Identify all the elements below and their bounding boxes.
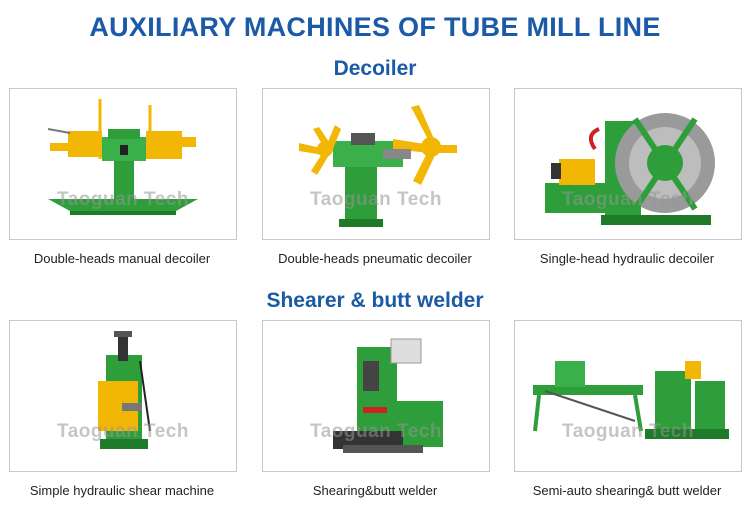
- single-head-hydraulic-decoiler-photo: [545, 113, 715, 225]
- product-card-manual-decoiler[interactable]: Taoguan Tech: [9, 88, 237, 240]
- caption-hydraulic-shear: Simple hydraulic shear machine: [29, 483, 215, 498]
- watermark: Taoguan Tech: [562, 421, 694, 442]
- watermark: Taoguan Tech: [310, 189, 442, 210]
- double-heads-manual-decoiler-photo: [47, 99, 198, 215]
- simple-hydraulic-shear-machine-photo: [98, 331, 151, 449]
- product-card-hydraulic-shear[interactable]: Taoguan Tech: [9, 320, 237, 472]
- watermark: Taoguan Tech: [57, 189, 189, 210]
- section-title-decoiler: Decoiler: [333, 57, 417, 80]
- product-card-butt-welder[interactable]: Taoguan Tech: [262, 320, 490, 472]
- product-card-semi-auto-welder[interactable]: Taoguan Tech: [514, 320, 742, 472]
- shearing-butt-welder-photo: [333, 338, 443, 453]
- caption-manual-decoiler: Double-heads manual decoiler: [33, 251, 211, 266]
- page-title: AUXILIARY MACHINES OF TUBE MILL LINE: [89, 12, 661, 42]
- semi-auto-shearing-butt-welder-photo: [533, 361, 729, 439]
- watermark: Taoguan Tech: [562, 189, 694, 210]
- double-heads-pneumatic-decoiler-photo: [299, 105, 457, 227]
- product-card-pneumatic-decoiler[interactable]: Taoguan Tech: [262, 88, 490, 240]
- product-card-hydraulic-decoiler[interactable]: Taoguan Tech: [514, 88, 742, 240]
- caption-pneumatic-decoiler: Double-heads pneumatic decoiler: [278, 251, 472, 266]
- section-title-shearer: Shearer & butt welder: [266, 289, 484, 312]
- caption-hydraulic-decoiler: Single-head hydraulic decoiler: [539, 251, 715, 266]
- caption-butt-welder: Shearing&butt welder: [312, 483, 438, 498]
- watermark: Taoguan Tech: [57, 421, 189, 442]
- watermark: Taoguan Tech: [310, 421, 442, 442]
- caption-semi-auto-welder: Semi-auto shearing& butt welder: [532, 483, 722, 498]
